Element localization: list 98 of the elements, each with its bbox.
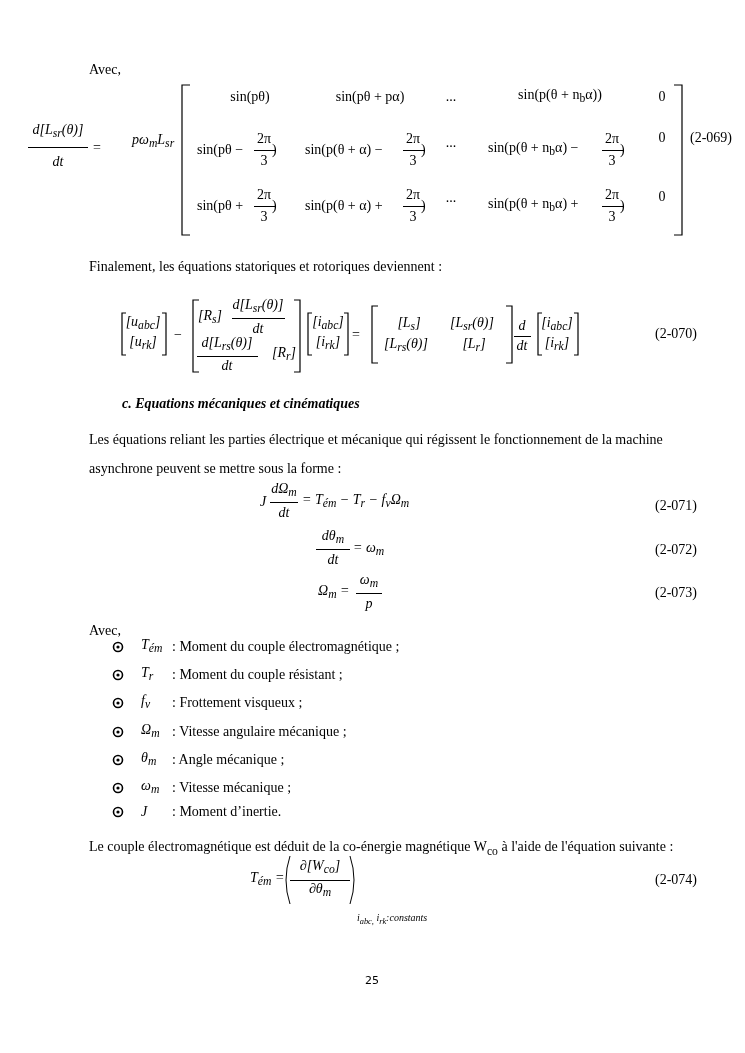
math-term: dt	[221, 358, 233, 374]
math-term: d[L$_{sr}$(θ)]	[232, 296, 284, 318]
math-term: = ω$_{m}$	[353, 539, 385, 561]
math-term: ...	[445, 89, 457, 105]
math-term: 3	[260, 209, 268, 225]
definition-text: : Angle mécanique ;	[172, 752, 285, 768]
math-term: pω$_{m}$L$_{sr}$	[132, 131, 175, 153]
math-term: −	[174, 327, 182, 343]
math-term: 3	[409, 153, 417, 169]
math-term: [R$_{r}$]	[272, 344, 296, 366]
equation-number: (2-074)	[655, 872, 697, 888]
math-term: d[L$_{rs}$(θ)]	[201, 334, 253, 356]
paragraph: Avec,	[89, 62, 121, 78]
math-term: sin(pθ +	[197, 198, 244, 214]
math-term: )	[421, 142, 426, 158]
section-heading: c. Equations mécaniques et cinématiques	[122, 396, 360, 412]
equation-number: (2-071)	[655, 498, 697, 514]
math-term: dt	[327, 552, 339, 568]
math-term: J	[260, 494, 267, 510]
math-term: sin(pθ)	[230, 89, 270, 105]
math-term: = T$_{ém}$ − T$_{r}$ − f$_{v}$Ω$_{m}$	[302, 491, 410, 513]
math-term: sin(p(θ + n$_{b}$α) −	[488, 139, 579, 161]
math-term: dt	[52, 154, 64, 170]
math-term: sin(p(θ + α) +	[305, 198, 383, 214]
math-term: [u$_{abc}$]	[125, 313, 161, 335]
math-term: ∂[W$_{co}$]	[299, 857, 341, 879]
math-term: Ω$_{m}$ =	[318, 582, 350, 604]
math-term: T$_{ém}$ =	[250, 869, 285, 891]
equation-number: (2-072)	[655, 542, 697, 558]
math-term: ...	[445, 190, 457, 206]
definition-text: : Frottement visqueux ;	[172, 695, 303, 711]
math-term: [L$_{rs}$(θ)]	[384, 335, 428, 357]
math-term: [L$_{sr}$(θ)]	[450, 314, 494, 336]
math-term: ω$_{m}$	[359, 571, 379, 593]
symbol: ω$_{m}$	[141, 777, 160, 799]
math-term: )	[421, 198, 426, 214]
math-term: 2π	[256, 131, 272, 147]
math-term: 3	[409, 209, 417, 225]
math-term: ...	[445, 135, 457, 151]
paragraph: Finalement, les équations statoriques et rotoriques deviennent :	[89, 259, 443, 275]
symbol: θ$_{m}$	[141, 749, 157, 771]
math-term: ∂θ$_{m}$	[308, 880, 332, 902]
symbol: T$_{r}$	[141, 664, 154, 686]
math-term: 0	[658, 189, 666, 205]
math-term: sin(pθ −	[197, 142, 244, 158]
math-term: )	[620, 142, 625, 158]
paragraph: Les équations reliant les parties électrique et mécanique qui régissent le fonctionnement de la machine asynchrone peuvent se mettre sous la forme :	[89, 431, 664, 478]
math-term: dθ$_{m}$	[321, 527, 345, 549]
math-term: =	[352, 327, 360, 343]
math-term: dt	[516, 338, 528, 354]
math-term: [L$_{r}$]	[462, 335, 486, 357]
math-term: 2π	[405, 131, 421, 147]
math-term: )	[272, 142, 277, 158]
math-term: =	[93, 140, 101, 156]
definition-text: : Vitesse angulaire mécanique ;	[172, 724, 347, 740]
math-term: 3	[608, 209, 616, 225]
definition-text: : Vitesse mécanique ;	[172, 780, 292, 796]
page-number: 25	[365, 973, 379, 989]
math-term: dt	[278, 505, 290, 521]
definition-text: : Moment du couple électromagnétique ;	[172, 639, 400, 655]
math-term: [i$_{abc}$]	[541, 314, 573, 336]
math-term: sin(pθ + pα)	[335, 89, 405, 105]
definition-text: : Moment d’inertie.	[172, 804, 282, 820]
math-term: sin(p(θ + n$_{b}$α))	[518, 86, 602, 108]
math-term: 2π	[604, 187, 620, 203]
paragraph: Le couple électromagnétique est déduit de la co-énergie magnétique W$_{co}$ à l'aide de l'équation suivante :	[89, 838, 674, 860]
math-term: 2π	[604, 131, 620, 147]
math-term: [i$_{rk}$]	[544, 334, 570, 356]
math-term: dt	[252, 321, 264, 337]
math-term: )	[272, 198, 277, 214]
equation-number: (2-069)	[690, 130, 732, 146]
equation-number: (2-073)	[655, 585, 697, 601]
math-term: d[L$_{sr}$(θ)]	[32, 121, 84, 143]
math-term: i$_{abc,}$ i$_{rk}$:constants	[357, 911, 428, 928]
math-term: [L$_{s}$]	[397, 314, 421, 336]
math-term: [u$_{rk}$]	[129, 333, 157, 355]
math-term: 2π	[256, 187, 272, 203]
paragraph: Avec,	[89, 623, 121, 639]
symbol: T$_{ém}$	[141, 636, 163, 658]
math-term: 3	[260, 153, 268, 169]
math-term: dΩ$_{m}$	[271, 480, 297, 502]
math-term: )	[620, 198, 625, 214]
math-term: p	[365, 596, 373, 612]
math-term: 3	[608, 153, 616, 169]
math-term: sin(p(θ + α) −	[305, 142, 383, 158]
math-term: [i$_{abc}$]	[312, 313, 344, 335]
math-term: [R$_{s}$]	[198, 307, 222, 329]
math-term: sin(p(θ + n$_{b}$α) +	[488, 195, 579, 217]
symbol: Ω$_{m}$	[141, 721, 160, 743]
math-term: d	[518, 318, 526, 334]
equation-number: (2-070)	[655, 326, 697, 342]
math-term: [i$_{rk}$]	[315, 333, 341, 355]
math-term: 2π	[405, 187, 421, 203]
symbol: f$_{v}$	[141, 692, 151, 714]
math-term: 0	[658, 89, 666, 105]
math-term: 0	[658, 130, 666, 146]
definition-text: : Moment du couple résistant ;	[172, 667, 343, 683]
symbol: J	[141, 804, 148, 820]
